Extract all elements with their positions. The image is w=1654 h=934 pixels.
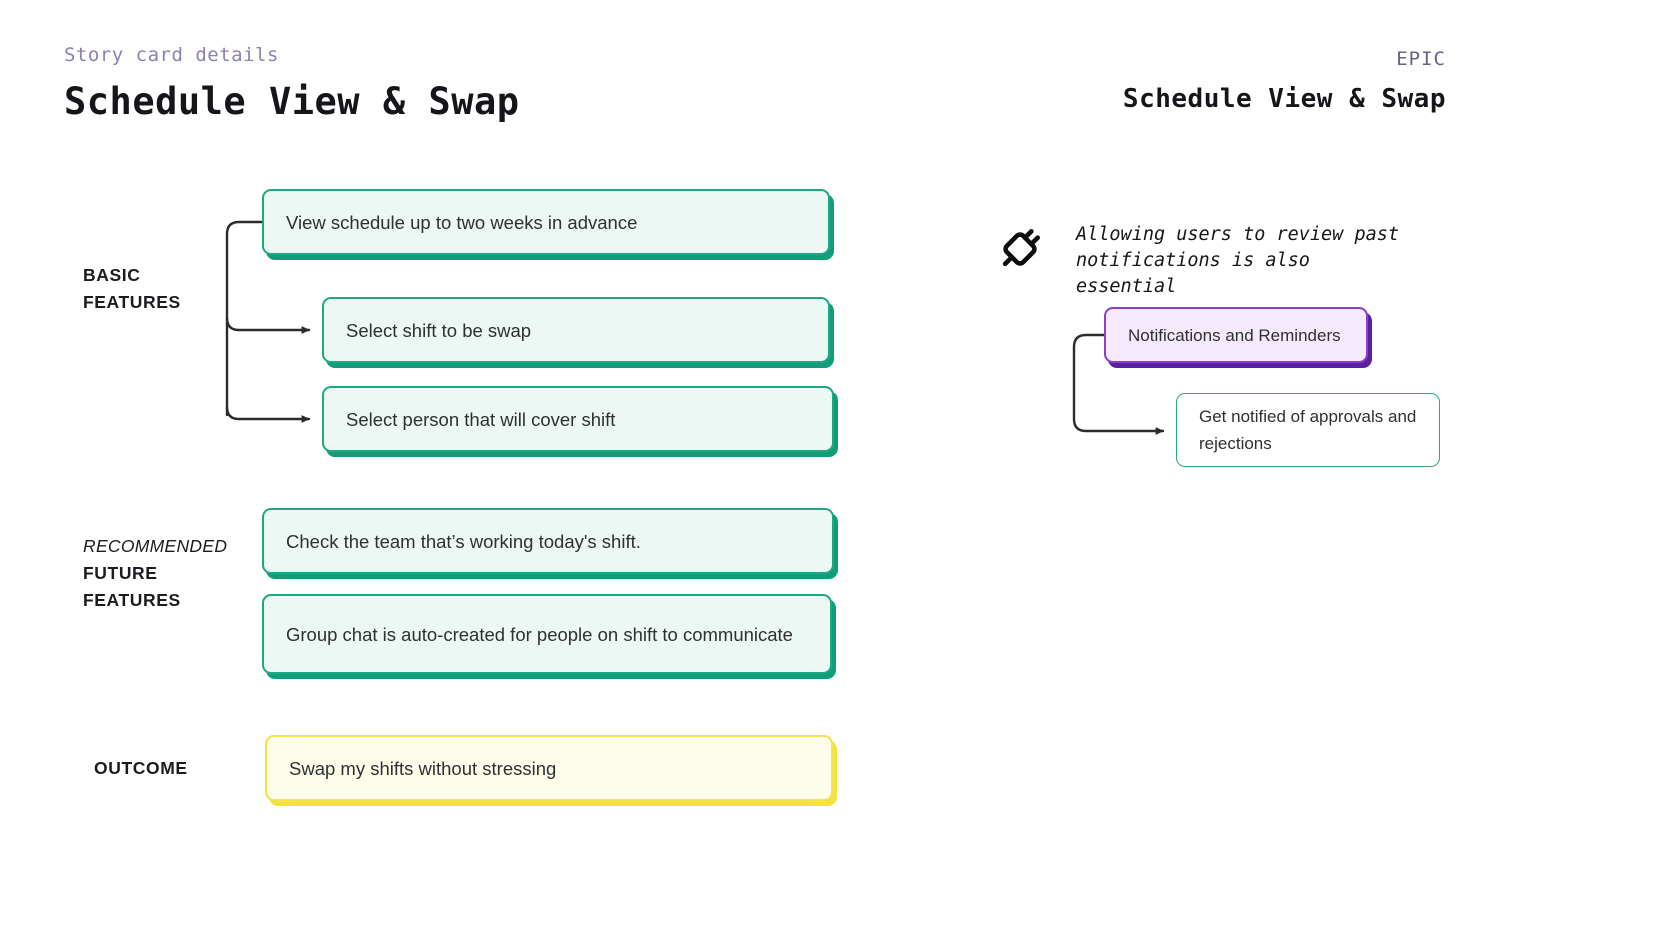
card-notifications-reminders-text: Notifications and Reminders xyxy=(1128,325,1341,345)
header-left: Story card details Schedule View & Swap xyxy=(64,44,520,123)
row-label-future-line2: FUTURE xyxy=(83,563,158,583)
row-label-basic-features: BASIC FEATURES xyxy=(83,262,181,316)
row-label-outcome-line1: OUTCOME xyxy=(94,758,188,778)
card-select-person-text: Select person that will cover shift xyxy=(346,408,616,430)
row-label-future-line3: FEATURES xyxy=(83,590,181,610)
note-text: Allowing users to review past notificati… xyxy=(1076,224,1400,297)
card-outcome-text: Swap my shifts without stressing xyxy=(289,757,557,779)
epic-title: Schedule View & Swap xyxy=(1122,83,1446,114)
breadcrumb-eyebrow: Story card details xyxy=(64,44,279,66)
card-group-chat-text: Group chat is auto-created for people on… xyxy=(286,623,793,645)
card-select-shift-text: Select shift to be swap xyxy=(346,319,532,341)
card-select-person[interactable]: Select person that will cover shift xyxy=(322,386,834,452)
card-outcome[interactable]: Swap my shifts without stressing xyxy=(265,735,833,801)
card-view-schedule[interactable]: View schedule up to two weeks in advance xyxy=(262,189,830,255)
card-check-team-text: Check the team that’s working today's sh… xyxy=(286,530,641,552)
epic-label: EPIC xyxy=(1396,48,1446,70)
card-view-schedule-text: View schedule up to two weeks in advance xyxy=(286,211,638,233)
card-group-chat[interactable]: Group chat is auto-created for people on… xyxy=(262,594,832,674)
page-title: Schedule View & Swap xyxy=(64,79,520,123)
row-label-future-features: RECOMMENDED FUTURE FEATURES xyxy=(83,533,227,614)
header-right: EPIC Schedule View & Swap xyxy=(1123,48,1446,114)
row-label-basic-line1: BASIC xyxy=(83,265,141,285)
card-get-notified-approvals[interactable]: Get notified of approvals and rejections xyxy=(1176,393,1440,467)
card-select-shift[interactable]: Select shift to be swap xyxy=(322,297,830,363)
row-label-future-line1: RECOMMENDED xyxy=(83,536,228,556)
row-label-basic-line2: FEATURES xyxy=(83,292,181,312)
card-check-team[interactable]: Check the team that’s working today's sh… xyxy=(262,508,834,574)
card-get-notified-approvals-text: Get notified of approvals and rejections xyxy=(1199,407,1417,453)
card-notifications-reminders[interactable]: Notifications and Reminders xyxy=(1104,307,1368,363)
plug-icon xyxy=(1002,229,1040,267)
row-label-outcome: OUTCOME xyxy=(94,755,188,782)
note-block: Allowing users to review past notificati… xyxy=(996,222,1399,300)
